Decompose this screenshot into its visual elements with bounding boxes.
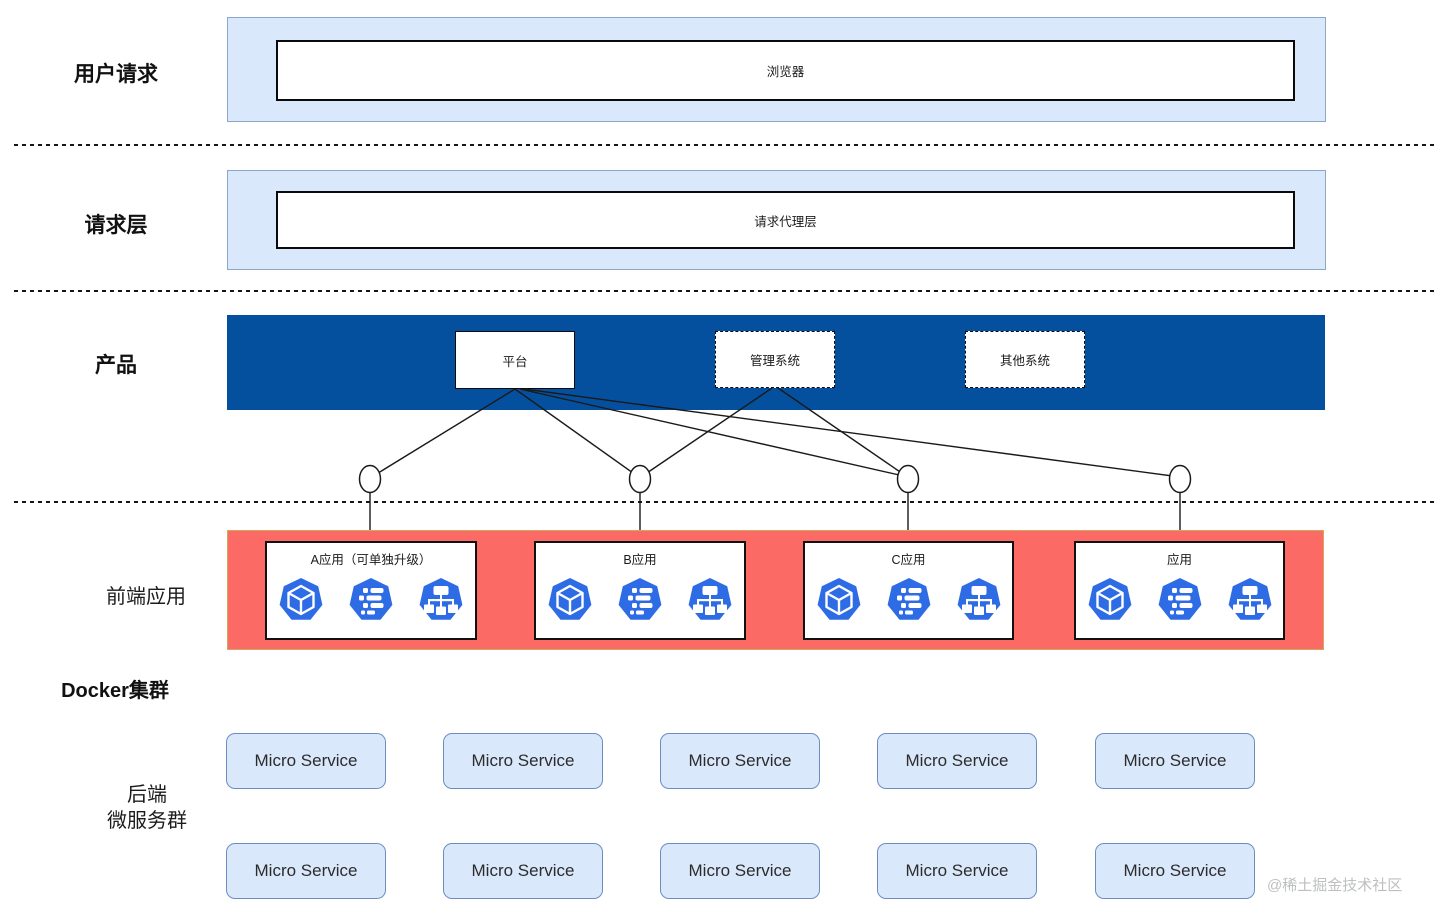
lane-label-backend-line1: 后端: [127, 784, 167, 806]
app-box-d: 应用: [1074, 541, 1285, 640]
app-box-a-title: A应用（可单独升级）: [310, 553, 432, 567]
list-icon: [618, 578, 662, 620]
list-icon: [1158, 578, 1201, 620]
management-system-box-label: 管理系统: [749, 354, 800, 368]
micro-service-label: Micro Service: [254, 751, 358, 770]
tree-icon: [688, 578, 732, 620]
micro-service-label: Micro Service: [254, 861, 358, 880]
watermark: @稀土掘金技术社区: [1267, 877, 1403, 894]
micro-service-label: Micro Service: [688, 751, 792, 770]
micro-service-box: Micro Service: [226, 733, 386, 789]
tree-icon: [957, 578, 1000, 620]
micro-service-box: Micro Service: [1095, 843, 1255, 899]
micro-service-box: Micro Service: [226, 843, 386, 899]
micro-service-label: Micro Service: [1123, 861, 1227, 880]
lane-label-frontend: 前端应用: [106, 586, 186, 608]
management-system-box: 管理系统: [715, 331, 835, 388]
browser-box: 浏览器: [276, 40, 1295, 101]
lane-label-docker-cluster: Docker集群: [61, 680, 169, 702]
micro-service-box: Micro Service: [443, 733, 603, 789]
micro-service-box: Micro Service: [877, 843, 1037, 899]
connector-circle-2: [628, 464, 652, 494]
connector-circle-4: [1168, 464, 1192, 494]
micro-service-label: Micro Service: [905, 751, 1009, 770]
cube-icon: [1088, 578, 1131, 620]
app-box-b: B应用: [534, 541, 746, 640]
micro-service-box: Micro Service: [443, 843, 603, 899]
lane-label-request-layer: 请求层: [84, 214, 148, 237]
micro-service-box: Micro Service: [877, 733, 1037, 789]
other-system-box: 其他系统: [965, 331, 1085, 388]
app-box-b-title: B应用: [623, 553, 657, 567]
browser-box-label: 浏览器: [766, 65, 805, 79]
micro-service-label: Micro Service: [688, 861, 792, 880]
separator-line-2: [14, 290, 1435, 292]
cube-icon: [817, 578, 860, 620]
micro-service-label: Micro Service: [471, 751, 575, 770]
tree-icon: [1228, 578, 1271, 620]
micro-service-label: Micro Service: [1123, 751, 1227, 770]
lane-label-backend: 后端 微服务群: [67, 782, 227, 834]
cube-icon: [548, 578, 592, 620]
list-icon: [887, 578, 930, 620]
micro-service-label: Micro Service: [471, 861, 575, 880]
list-icon: [349, 578, 393, 620]
platform-box-label: 平台: [502, 354, 528, 369]
app-box-c-title: C应用: [891, 553, 926, 567]
connector-circle-1: [358, 464, 382, 494]
lane-label-user-request: 用户请求: [74, 63, 158, 86]
micro-service-box: Micro Service: [660, 843, 820, 899]
micro-service-box: Micro Service: [1095, 733, 1255, 789]
separator-line-1: [14, 144, 1435, 146]
cube-icon: [279, 578, 323, 620]
app-box-a: A应用（可单独升级）: [265, 541, 477, 640]
tree-icon: [419, 578, 463, 620]
other-system-box-label: 其他系统: [999, 354, 1050, 368]
micro-service-label: Micro Service: [905, 861, 1009, 880]
micro-service-box: Micro Service: [660, 733, 820, 789]
app-box-c: C应用: [803, 541, 1014, 640]
connector-circle-3: [896, 464, 920, 494]
request-proxy-box: 请求代理层: [276, 191, 1295, 249]
request-proxy-box-label: 请求代理层: [754, 214, 817, 229]
lane-label-product: 产品: [95, 354, 137, 377]
separator-line-3: [14, 501, 1435, 503]
platform-box: 平台: [455, 331, 575, 389]
app-box-d-title: 应用: [1166, 553, 1192, 567]
lane-label-backend-line2: 微服务群: [107, 810, 187, 832]
